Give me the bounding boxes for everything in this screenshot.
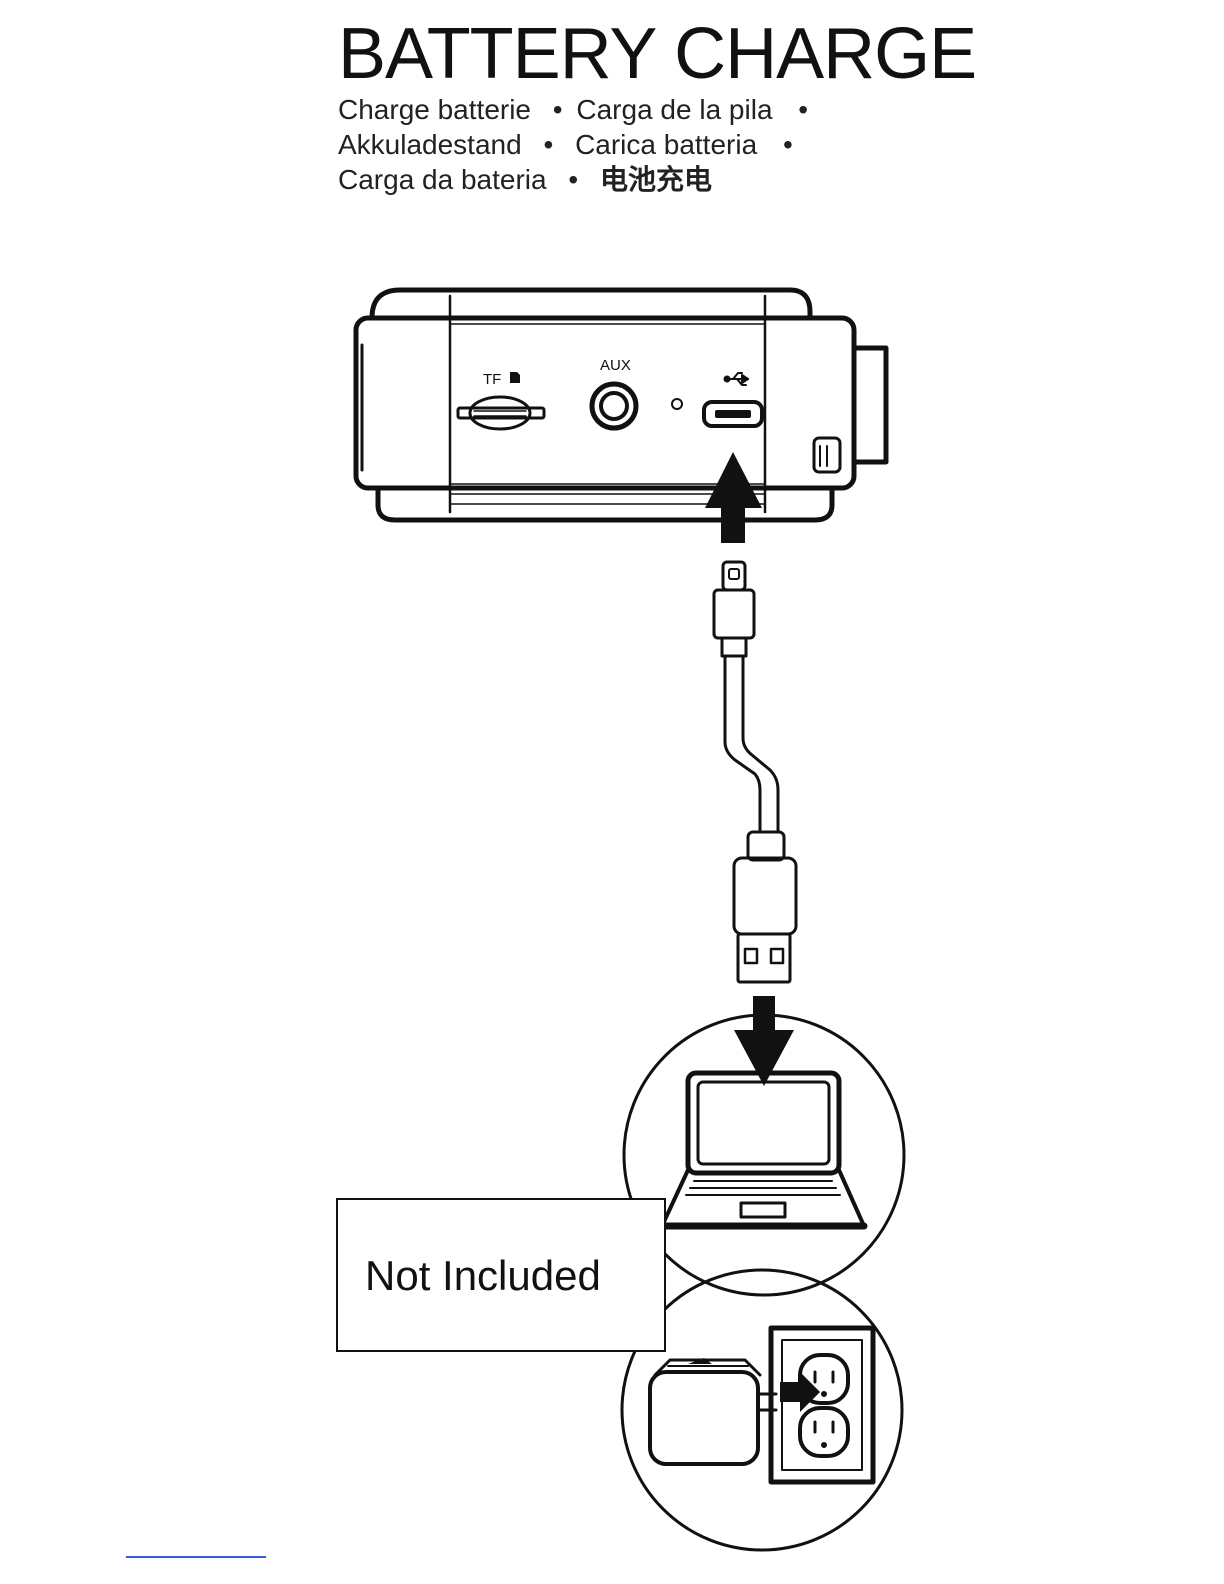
laptop-icon bbox=[662, 1073, 864, 1226]
micro-usb-plug bbox=[714, 562, 754, 656]
speaker-device bbox=[356, 290, 886, 520]
aux-port-label: AUX bbox=[600, 357, 631, 374]
tf-card-slot bbox=[458, 397, 544, 429]
aux-jack bbox=[592, 384, 636, 428]
wall-adapter-icon bbox=[650, 1358, 776, 1464]
lanyard-loop-icon bbox=[814, 438, 840, 472]
wall-outlet-icon bbox=[771, 1328, 873, 1482]
not-included-label: Not Included bbox=[365, 1252, 601, 1300]
usb-a-plug bbox=[734, 832, 796, 982]
micro-usb-port bbox=[704, 402, 762, 426]
not-included-box: Not Included bbox=[336, 1198, 666, 1352]
tf-port-label: TF bbox=[483, 371, 501, 388]
usb-icon bbox=[725, 373, 749, 385]
led-indicator-icon bbox=[672, 399, 682, 409]
footer-rule bbox=[126, 1556, 266, 1558]
sd-card-icon bbox=[510, 372, 520, 383]
usb-cable bbox=[714, 562, 796, 982]
arrow-up-icon bbox=[705, 452, 762, 543]
